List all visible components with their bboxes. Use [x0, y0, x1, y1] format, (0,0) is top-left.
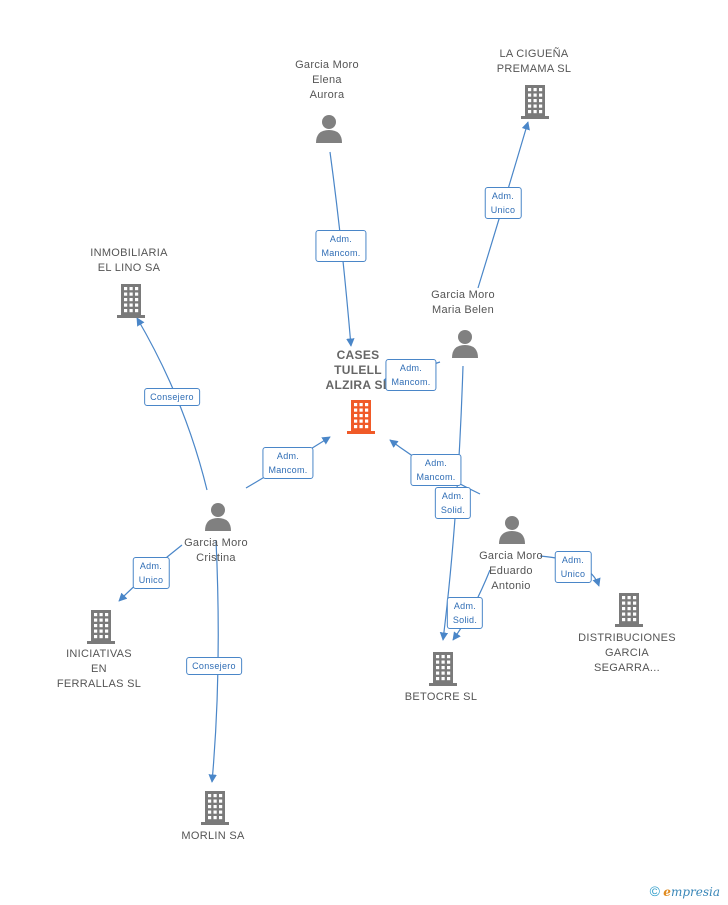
- watermark: © empresia: [650, 883, 720, 899]
- building-icon: [519, 83, 551, 124]
- edge-label[interactable]: Adm. Mancom.: [315, 230, 367, 262]
- building-icon: [199, 789, 231, 830]
- edge-label[interactable]: Adm. Unico: [554, 551, 592, 583]
- edge-label[interactable]: Consejero: [144, 388, 200, 406]
- brand-name: mpresia: [670, 885, 720, 899]
- node-label: BETOCRE SL: [404, 691, 478, 703]
- node-label: Garcia Moro Elena Aurora: [295, 59, 359, 101]
- person-icon: [497, 514, 527, 549]
- person-icon: [450, 328, 480, 363]
- edge-label[interactable]: Adm. Mancom.: [262, 447, 314, 479]
- edge-label[interactable]: Adm. Mancom.: [385, 359, 437, 391]
- building-icon: [613, 591, 645, 632]
- node-label: Garcia Moro Cristina: [184, 537, 248, 564]
- edge-label[interactable]: Adm. Unico: [132, 557, 170, 589]
- node-label: Garcia Moro Maria Belen: [431, 289, 495, 316]
- building-icon: [85, 608, 117, 649]
- building-icon: [115, 282, 147, 323]
- edge-label[interactable]: Consejero: [186, 657, 242, 675]
- node-label: Garcia Moro Eduardo Antonio: [479, 550, 543, 592]
- node-label: MORLIN SA: [181, 830, 245, 842]
- node-label: INMOBILIARIA EL LINO SA: [90, 247, 168, 274]
- person-icon: [314, 113, 344, 148]
- edge-label[interactable]: Adm. Solid.: [446, 597, 484, 629]
- node-label: INICIATIVAS EN FERRALLAS SL: [56, 648, 142, 690]
- edge-label[interactable]: Adm. Unico: [484, 187, 522, 219]
- edge-label[interactable]: Adm. Solid.: [434, 487, 472, 519]
- node-label: LA CIGUEÑA PREMAMA SL: [496, 48, 572, 75]
- building-icon: [345, 398, 377, 439]
- person-icon: [203, 501, 233, 536]
- copyright-symbol: ©: [649, 883, 660, 899]
- brand-initial: e: [663, 885, 671, 899]
- building-icon: [427, 650, 459, 691]
- edge-layer: [118, 121, 601, 783]
- edge-label[interactable]: Adm. Mancom.: [410, 454, 462, 486]
- node-label: DISTRIBUCIONES GARCIA SEGARRA...: [578, 632, 676, 674]
